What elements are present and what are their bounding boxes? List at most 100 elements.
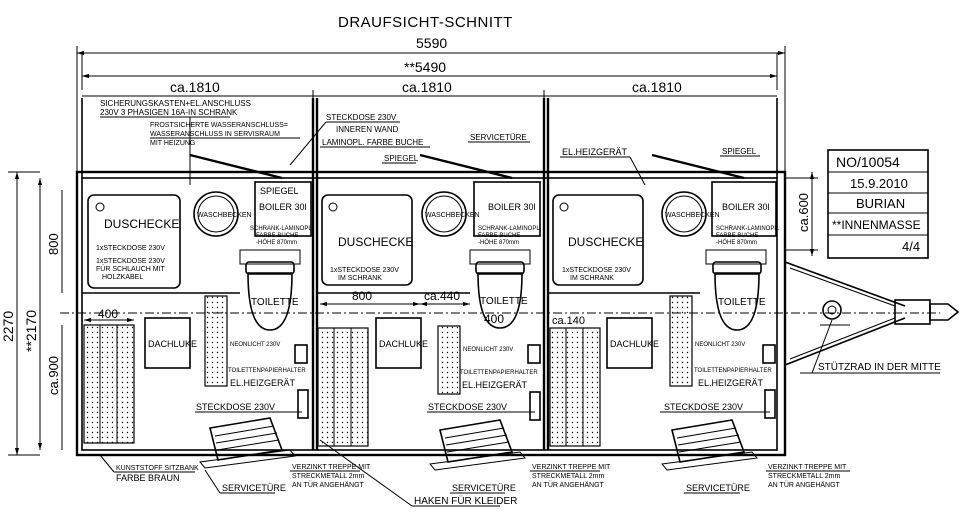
basin-3 (661, 191, 707, 237)
svg-text:VERZINKT TREPPE MIT: VERZINKT TREPPE MIT (292, 464, 371, 471)
bay-1: DUSCHECKE 1xSTECKDOSE 230V 1xSTECKDOSE 2… (83, 181, 314, 469)
support-wheel-label: STÜTZRAD IN DER MITTE (818, 361, 941, 373)
svg-text:STRECKMETALL 2mm: STRECKMETALL 2mm (292, 473, 365, 480)
right-bench-gap-label: ca.140 (552, 315, 585, 327)
stairs-2 (429, 419, 526, 471)
svg-text:1xSTECKDOSE 230V: 1xSTECKDOSE 230V (96, 245, 165, 252)
svg-text:IM SCHRANK: IM SCHRANK (338, 275, 382, 282)
left-dimensions: 2270 **2170 800 ca.900 (0, 171, 63, 456)
svg-text:IM SCHRANK: IM SCHRANK (570, 275, 614, 282)
shower-drain-2 (328, 202, 338, 212)
bench-3 (549, 327, 601, 447)
shower-label-2: DUSCHECKE (338, 235, 413, 249)
svg-text:TOILETTENPAPIERHALTER: TOILETTENPAPIERHALTER (460, 370, 538, 376)
door-depth-label: ca.600 (796, 193, 811, 232)
svg-text:-HÖHE 870mm: -HÖHE 870mm (716, 239, 757, 246)
sheet-number: 4/4 (902, 239, 920, 254)
boiler-1 (254, 181, 312, 237)
svg-text:STRECKMETALL 2mm: STRECKMETALL 2mm (532, 473, 605, 480)
toilet-2 (477, 272, 523, 329)
svg-text:NEONLICHT 230V: NEONLICHT 230V (230, 342, 280, 348)
boiler-label-2: BOILER 30l (488, 202, 536, 212)
bay-3: DUSCHECKE 1xSTECKDOSE 230V IM SCHRANK WA… (549, 181, 780, 471)
svg-text:STRECKMETALL 2mm: STRECKMETALL 2mm (768, 473, 841, 480)
basin-2 (421, 191, 467, 237)
svg-text:WASSERANSCHLUSS IN SERVISRAUM: WASSERANSCHLUSS IN SERVISRAUM (150, 131, 280, 138)
stairs-1 (199, 417, 296, 469)
shower-drain-1 (95, 202, 105, 212)
svg-text:SICHERUNGSKASTEN+EL.ANSCHLUSS: SICHERUNGSKASTEN+EL.ANSCHLUSS (100, 99, 251, 108)
svg-text:FÜR SCHLAUCH MIT: FÜR SCHLAUCH MIT (96, 265, 166, 273)
toilet-label-2: TOILETTE (480, 296, 528, 307)
shower-1 (87, 194, 181, 289)
bay-width-label-2: ca.1810 (402, 79, 452, 95)
svg-text:MIT HEIZUNG: MIT HEIZUNG (150, 140, 195, 147)
boiler-label-3: BOILER 30l (722, 202, 770, 212)
middle-width-label: 800 (352, 289, 372, 303)
socket-label-1: STECKDOSE 230V (196, 402, 275, 412)
svg-text:TOILETTENPAPIERHALTER: TOILETTENPAPIERHALTER (694, 368, 772, 374)
toilet-1 (247, 272, 293, 331)
svg-text:VERZINKT TREPPE MIT: VERZINKT TREPPE MIT (532, 464, 611, 471)
basin-label-3: WASCHBECKEN (665, 212, 720, 219)
shower-label-1: DUSCHECKE (104, 217, 179, 231)
heater-label-2: EL.HEIZGERÄT (462, 380, 528, 390)
svg-text:230V 3 PHASIGEN 16A-IN SCHRANK: 230V 3 PHASIGEN 16A-IN SCHRANK (100, 108, 238, 117)
right-dimensions: ca.600 (785, 172, 818, 256)
drawing-date: 15.9.2010 (850, 176, 908, 191)
svg-text:AN TÜR ANGEHÄNGT: AN TÜR ANGEHÄNGT (532, 481, 605, 489)
svg-text:FARBE BUCHE: FARBE BUCHE (256, 233, 298, 239)
service-door-label-2: SERVICETÜRE (452, 483, 516, 493)
svg-text:SPIEGEL: SPIEGEL (260, 186, 299, 196)
svg-text:AN TÜR ANGEHÄNGT: AN TÜR ANGEHÄNGT (292, 481, 365, 489)
svg-text:FROSTSICHERTE WASSERANSCHLUSS=: FROSTSICHERTE WASSERANSCHLUSS= (150, 122, 288, 129)
heater-label-1: EL.HEIZGERÄT (230, 378, 296, 388)
svg-text:1xSTECKDOSE 230V: 1xSTECKDOSE 230V (562, 267, 631, 274)
bench-2 (317, 327, 369, 447)
stairs-3 (661, 419, 758, 471)
svg-text:STECKDOSE 230V: STECKDOSE 230V (326, 113, 397, 122)
heater-top-label: EL.HEIZGERÄT (562, 147, 628, 157)
drawing-title: DRAUFSICHT-SCHNITT (338, 14, 513, 31)
trailer-body (60, 98, 940, 457)
toilet-gap-label: 400 (484, 312, 504, 326)
overall-width-label: 2270 (0, 311, 16, 342)
hook-label: HAKEN FÜR KLEIDER (414, 495, 517, 507)
bay-width-label-1: ca.1810 (170, 79, 220, 95)
svg-text:VERZINKT TREPPE MIT: VERZINKT TREPPE MIT (768, 464, 847, 471)
svg-text:-HÖHE 870mm: -HÖHE 870mm (256, 239, 297, 246)
toilet-3 (714, 272, 760, 331)
svg-text:1xSTECKDOSE 230V: 1xSTECKDOSE 230V (330, 267, 399, 274)
socket-label-2: STECKDOSE 230V (428, 402, 507, 412)
shower-depth-label: 800 (46, 233, 61, 255)
basin-label-1: WASCHBECKEN (197, 212, 252, 219)
roof-hatch-3 (606, 317, 653, 369)
svg-text:FARBE BUCHE: FARBE BUCHE (478, 233, 520, 239)
shower-label-3: DUSCHECKE (568, 235, 643, 249)
bay-2: DUSCHECKE 1xSTECKDOSE 230V IM SCHRANK WA… (317, 181, 542, 471)
svg-text:KUNSTSTOFF SITZBANK: KUNSTSTOFF SITZBANK (116, 465, 199, 472)
svg-text:AN TÜR ANGEHÄNGT: AN TÜR ANGEHÄNGT (768, 481, 841, 489)
svg-text:FARBE BUCHE: FARBE BUCHE (716, 233, 758, 239)
top-dimensions: 5590 **5490 ca.1810 ca.1810 ca.1810 (76, 35, 786, 185)
service-doors-top (189, 153, 745, 180)
svg-text:LAMINOPL. FARBE BUCHE: LAMINOPL. FARBE BUCHE (322, 138, 423, 147)
svg-text:SPIEGEL: SPIEGEL (722, 147, 757, 156)
bottom-annotations: KUNSTSTOFF SITZBANK FARBE BRAUN SERVICET… (99, 439, 850, 507)
svg-text:SCHRANK-LAMINOPL.: SCHRANK-LAMINOPL. (716, 226, 780, 232)
title-block: NO/10054 15.9.2010 BURIAN **INNENMASSE 4… (827, 149, 929, 259)
basin-1 (193, 191, 239, 237)
svg-text:HOLZKABEL: HOLZKABEL (102, 274, 143, 281)
inner-width-label: **2170 (23, 310, 39, 352)
roof-hatch-1 (144, 317, 191, 369)
boiler-label-1: BOILER 30l (259, 202, 307, 212)
toilet-label-1: TOILETTE (251, 297, 299, 308)
socket-label-3: STECKDOSE 230V (664, 402, 743, 412)
bench-dimension: 400 (84, 307, 134, 323)
drawbar: STÜTZRAD IN DER MITTE (784, 261, 960, 374)
svg-text:SCHRANK-LAMINOPL.: SCHRANK-LAMINOPL. (250, 226, 314, 232)
inner-length-label: **5490 (404, 59, 446, 75)
roof-hatch-label-2: DACHLUKE (379, 339, 428, 349)
svg-text:INNEREN WAND: INNEREN WAND (336, 125, 399, 134)
